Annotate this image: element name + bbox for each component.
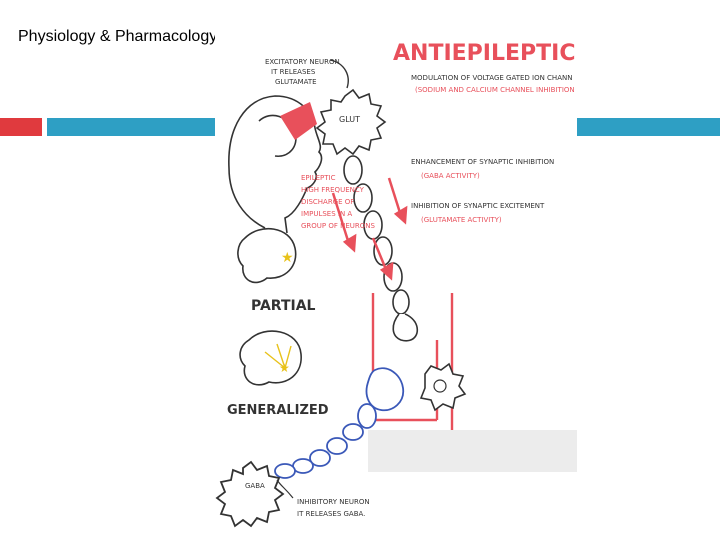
- inhibitory-note: INHIBITORY NEURON IT RELEASES GABA.: [297, 498, 372, 518]
- generalized-seizure-brain: [239, 330, 302, 386]
- slide-title: Physiology & Pharmacology: [18, 28, 218, 45]
- gray-panel: [368, 430, 577, 472]
- accent-bar-red: [0, 118, 42, 136]
- mechanism-1: MODULATION OF VOLTAGE GATED ION CHANN (S…: [411, 74, 575, 94]
- mechanism-2: ENHANCEMENT OF SYNAPTIC INHIBITION (GABA…: [411, 158, 556, 180]
- neuron-nucleus: [433, 379, 447, 393]
- epileptic-note: EPILEPTIC HIGH FREQUENCY DISCHARGE OF IM…: [301, 174, 376, 230]
- inhibitory-neuron: [215, 367, 405, 528]
- postsynaptic-neuron: [419, 362, 467, 412]
- excitatory-neuron: [315, 88, 419, 342]
- figure-heading: ANTIEPILEPTIC DRUGS: [393, 41, 577, 66]
- focus-star: ★: [281, 250, 294, 266]
- partial-label: PARTIAL: [251, 298, 316, 314]
- accent-bar-blue-right: [577, 118, 720, 136]
- generalized-label: GENERALIZED: [227, 403, 329, 418]
- focus-star-2: ★: [279, 361, 290, 375]
- illustration-svg: ★ ★ ANTIEPILEPTIC DRUGS EXCITATORY NEURO…: [215, 41, 577, 528]
- red-arrows: [331, 177, 408, 281]
- antiepileptic-drugs-illustration: ★ ★ ANTIEPILEPTIC DRUGS EXCITATORY NEURO…: [215, 18, 577, 530]
- gaba-label: GABA: [245, 482, 265, 490]
- partial-seizure-brain: [237, 227, 297, 284]
- accent-bar-blue-left: [47, 118, 215, 136]
- inhibitory-arrow: [276, 479, 294, 499]
- spread-arrows: [264, 343, 292, 369]
- excitatory-note: EXCITATORY NEURON IT RELEASES GLUTAMATE: [265, 58, 342, 86]
- glut-label: GLUT: [339, 115, 360, 124]
- mechanism-3: INHIBITION OF SYNAPTIC EXCITEMENT (GLUTA…: [411, 202, 547, 224]
- brain-highlight: [280, 102, 317, 140]
- note-arrow: [329, 59, 349, 89]
